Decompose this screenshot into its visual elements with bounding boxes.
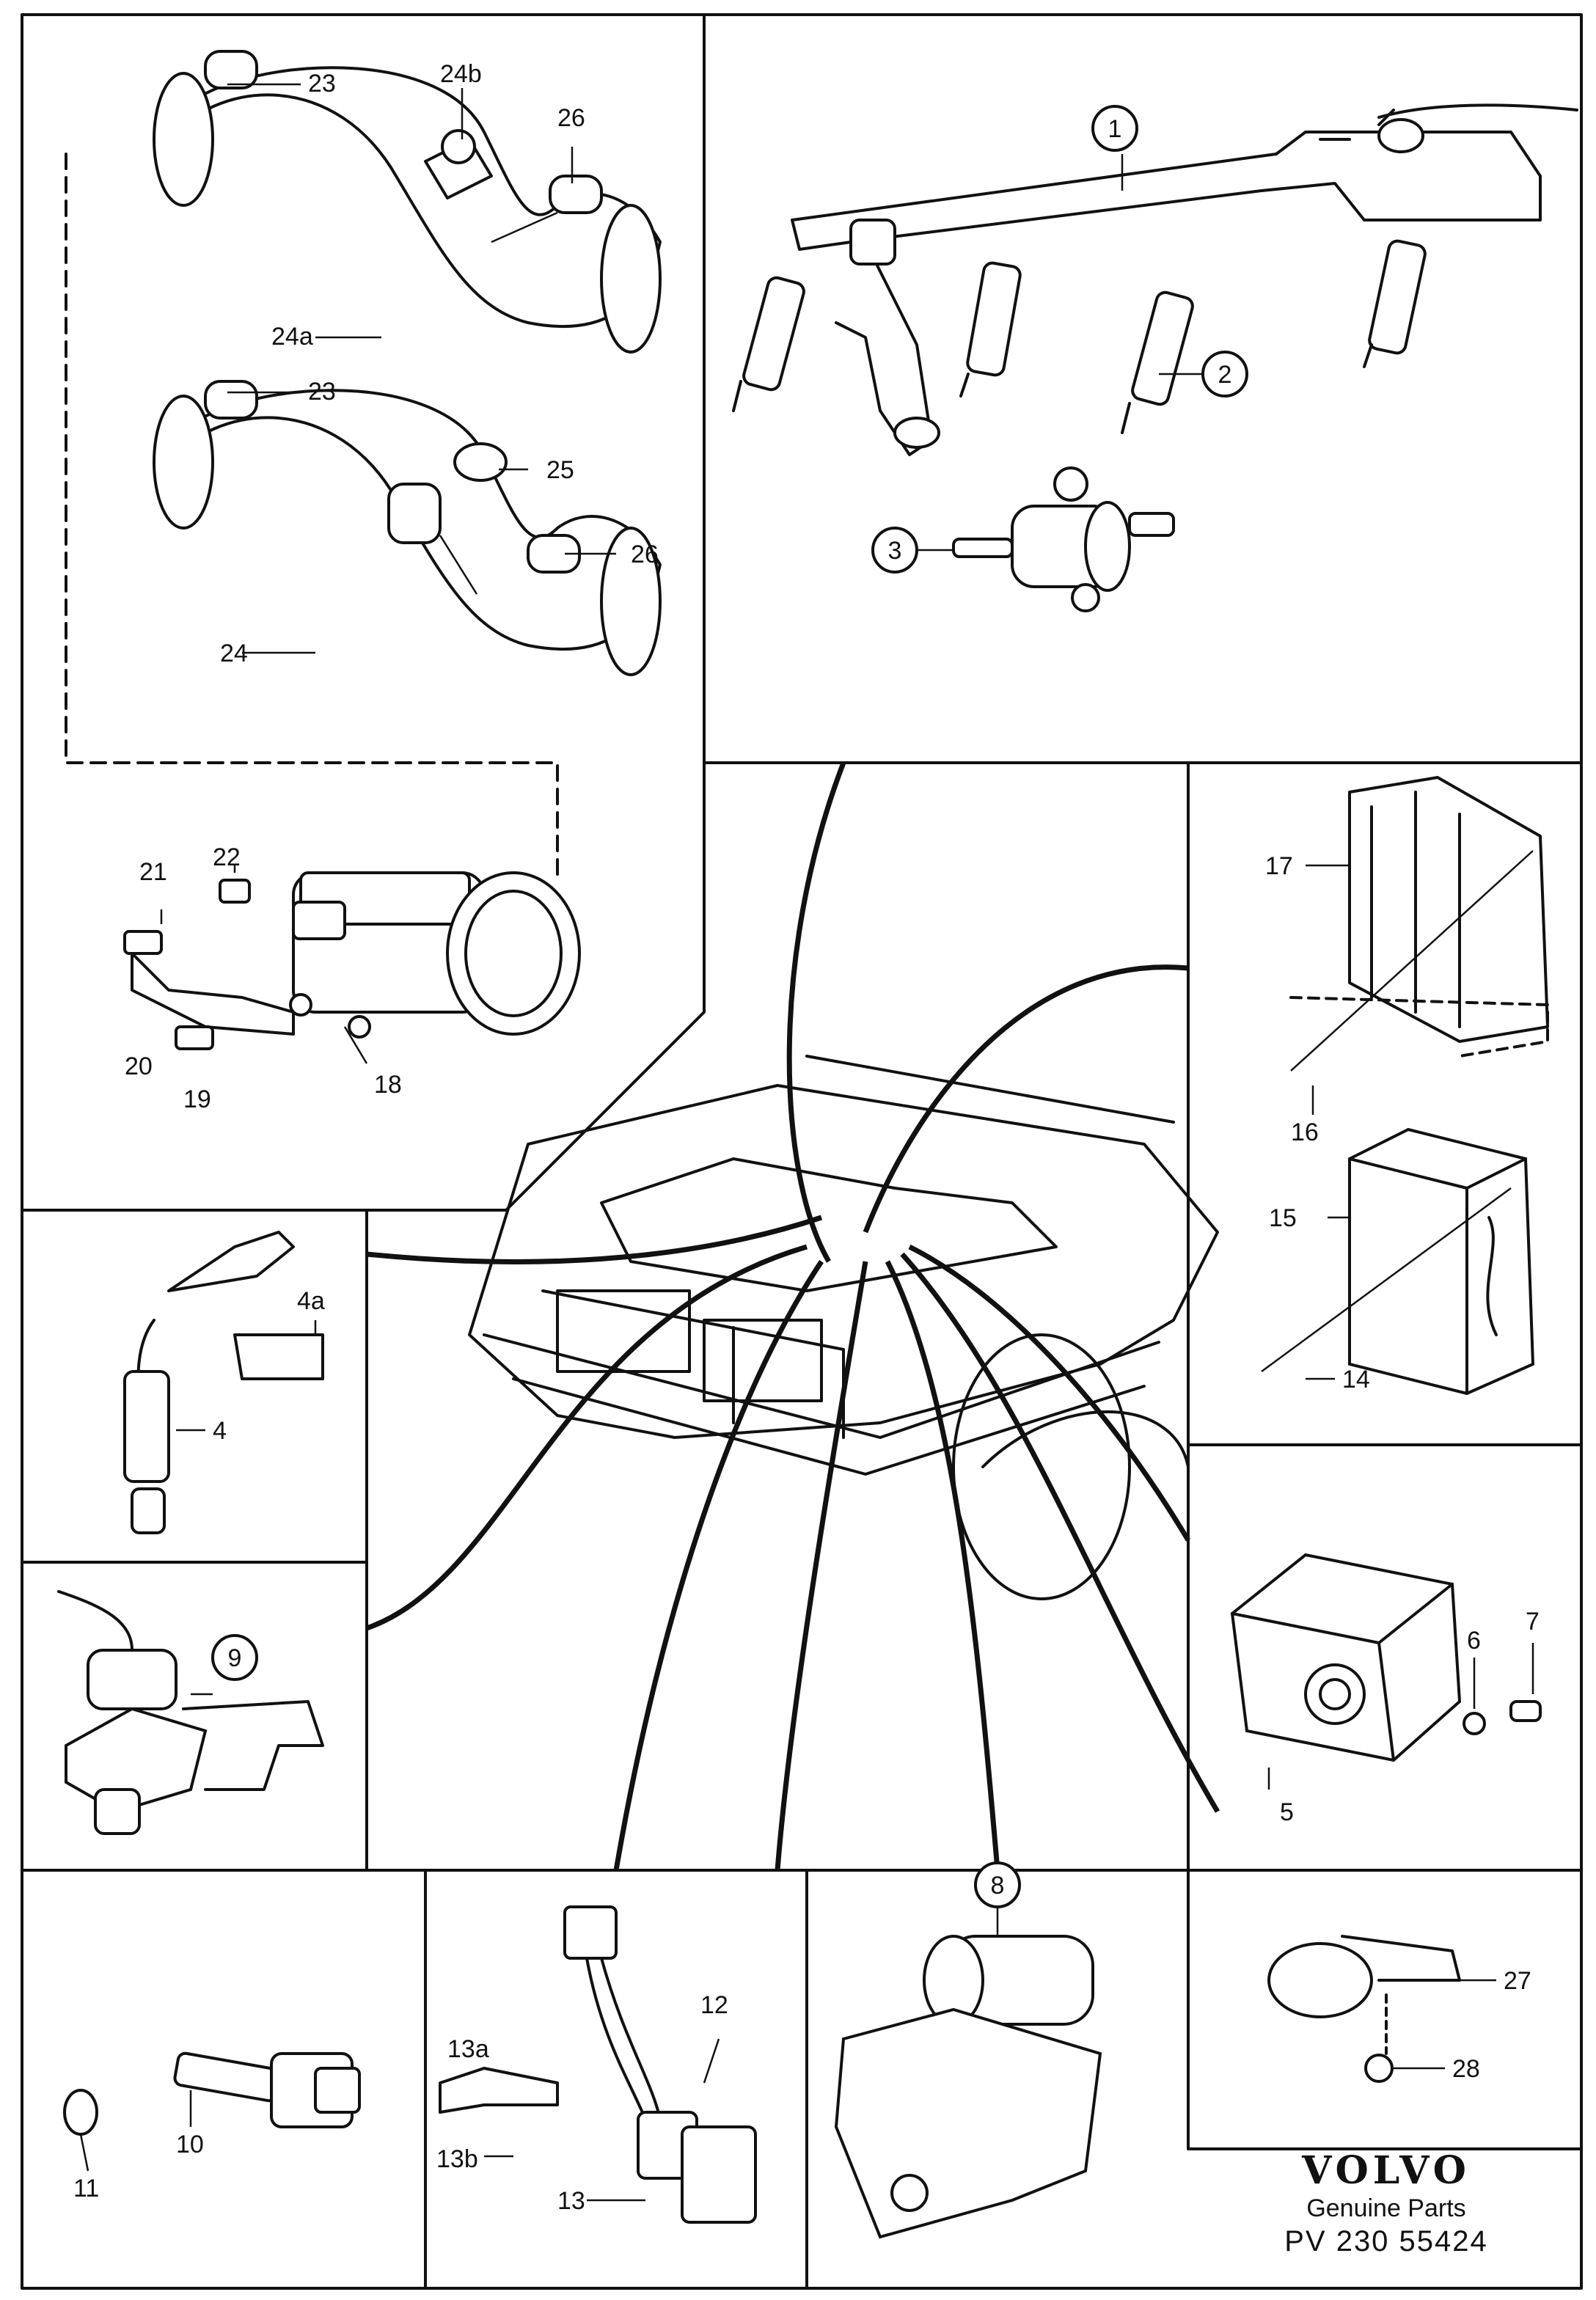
- air-mass-meter-drawing: [289, 871, 581, 1039]
- callout-5: 5: [1280, 1798, 1294, 1826]
- callout-18: 18: [374, 1071, 402, 1099]
- callout-26-lower: 26: [631, 541, 659, 568]
- callout-labels: 1 2 3 9 8 23 24b 26 24a 23 25 26 24 21 2…: [73, 60, 1540, 2215]
- callout-13: 13: [557, 2187, 585, 2215]
- volvo-logo: VOLVO: [1302, 2148, 1471, 2193]
- callout-2: 2: [1218, 361, 1232, 389]
- callout-19: 19: [183, 1085, 211, 1113]
- callout-14: 14: [1342, 1366, 1370, 1393]
- callout-24b: 24b: [440, 60, 482, 88]
- throttle-switch-drawing: [1230, 1553, 1542, 1762]
- callout-24: 24: [220, 640, 248, 667]
- callout-26-upper: 26: [557, 104, 585, 132]
- callout-1: 1: [1108, 115, 1122, 143]
- leader-lines: [79, 83, 1534, 2202]
- car-front-drawing: [468, 1055, 1219, 1600]
- callout-15: 15: [1269, 1204, 1297, 1232]
- callout-17: 17: [1265, 852, 1293, 880]
- callout-3: 3: [888, 537, 902, 565]
- idle-valve-9-drawing: [57, 1590, 324, 1835]
- callout-12: 12: [700, 1991, 728, 2019]
- callout-21: 21: [139, 858, 167, 886]
- callout-23-upper: 23: [308, 70, 336, 98]
- part-code: PV 230 55424: [1284, 2225, 1488, 2257]
- callout-16: 16: [1291, 1118, 1319, 1146]
- callout-circles: [211, 105, 1248, 1908]
- fuel-rail-drawing: [791, 103, 1578, 456]
- bracket-20-drawing: [123, 879, 295, 1050]
- connector-12-drawing: [439, 1905, 757, 2224]
- callout-8: 8: [991, 1872, 1005, 1900]
- callout-27: 27: [1504, 1967, 1531, 1995]
- brand-block: VOLVO Genuine Parts PV 230 55424: [1203, 2149, 1570, 2288]
- idle-valve-8-drawing: [834, 1935, 1102, 2239]
- callout-11: 11: [73, 2175, 99, 2202]
- air-hose-24-drawing: [153, 380, 662, 676]
- harness-cables: [365, 761, 1220, 1871]
- callout-7: 7: [1526, 1608, 1540, 1636]
- callout-10: 10: [176, 2131, 204, 2158]
- control-unit-bracket-drawing: [1289, 776, 1549, 1058]
- callout-28: 28: [1452, 2055, 1480, 2083]
- pressure-regulator-drawing: [952, 466, 1175, 612]
- panel-frames: [21, 13, 1583, 2290]
- callout-25: 25: [546, 456, 574, 484]
- temp-sensor-10-drawing: [63, 2051, 361, 2136]
- callout-20: 20: [125, 1052, 153, 1080]
- callout-9: 9: [228, 1644, 242, 1672]
- callout-6: 6: [1467, 1627, 1481, 1655]
- pressure-sensor-27-drawing: [1267, 1935, 1461, 2083]
- fuel-injectors-drawing: [732, 239, 1427, 434]
- callout-13a: 13a: [447, 2035, 489, 2063]
- callout-23-lower: 23: [308, 378, 336, 406]
- callout-24a: 24a: [271, 323, 313, 351]
- callout-22: 22: [213, 843, 241, 871]
- callout-4: 4: [213, 1417, 227, 1445]
- air-hose-24a-drawing: [153, 50, 662, 354]
- callout-4a: 4a: [297, 1287, 325, 1315]
- lambda-sensor-drawing: [123, 1231, 324, 1534]
- callout-13b: 13b: [436, 2145, 478, 2173]
- brand-subtitle: Genuine Parts: [1306, 2194, 1466, 2222]
- dashed-assembly-line: [65, 153, 559, 882]
- control-unit-drawing: [1348, 1127, 1535, 1396]
